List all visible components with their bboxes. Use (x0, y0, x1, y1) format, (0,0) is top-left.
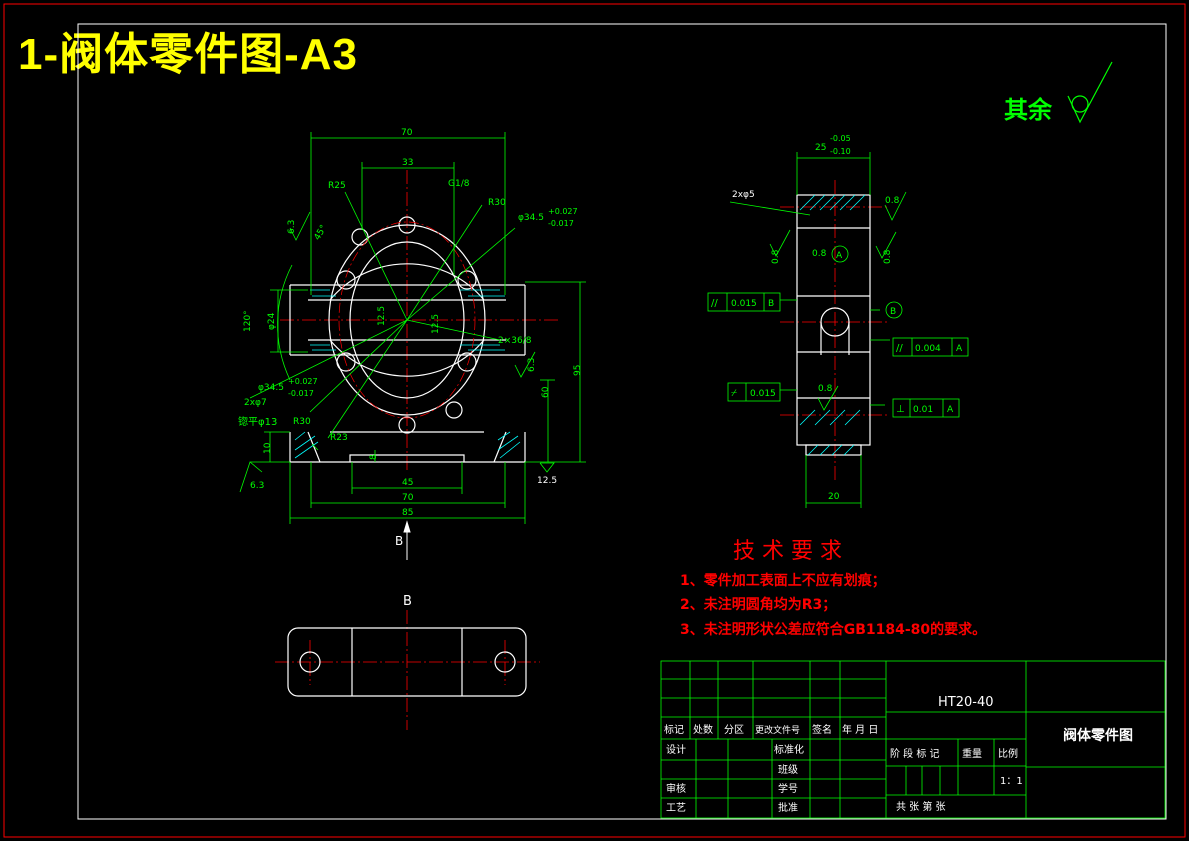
dim-roughness-08-b: 0.8 (771, 249, 781, 264)
datum-b-label: B (890, 307, 896, 317)
dim-roughness-08-c: 0.8 (812, 249, 827, 259)
svg-text:0.015: 0.015 (731, 299, 757, 309)
dim-holes-2x5: 2xφ5 (732, 190, 755, 200)
dim-height-95: 95 (573, 365, 583, 376)
svg-text://: // (711, 298, 718, 309)
dim-width-70-bottom: 70 (402, 493, 414, 503)
material-value: HT20-40 (938, 695, 994, 710)
dim-bore2-lower: -0.017 (288, 389, 314, 398)
dim-width-45: 45 (402, 478, 413, 488)
label-process: 工艺 (666, 802, 686, 814)
svg-text:⊥: ⊥ (896, 404, 905, 415)
dim-r30-bottom: R30 (293, 417, 311, 427)
dim-roughness-08-e: 0.8 (818, 384, 833, 394)
dim-width-25-upper: -0.05 (830, 134, 851, 143)
dim-bore-tolerance: φ34.5 (518, 213, 544, 223)
dim-bore-upper: +0.027 (548, 207, 578, 216)
dim-thread-36: 2×36/8 (498, 336, 532, 346)
label-scale: 比例 (998, 747, 1018, 760)
label-standard: 标准化 (774, 743, 804, 756)
rev-header-mark: 标记 (664, 724, 684, 736)
datum-a-label: A (836, 251, 843, 261)
dim-angle-45: 45° (313, 223, 330, 242)
gdt-flatness: ⌿ 0.015 (727, 382, 781, 402)
label-design: 设计 (666, 743, 686, 756)
dim-width-85: 85 (402, 508, 413, 518)
view-b-arrow-icon (403, 520, 411, 560)
surface-note-text: 其余 (1004, 96, 1053, 124)
drawing-title: 1-阀体零件图-A3 (18, 30, 359, 79)
scale-value: 1：1 (1000, 776, 1023, 787)
rev-header-count: 处数 (693, 723, 713, 736)
gdt-parallel-a: // 0.004 A (892, 337, 969, 357)
front-view: 70 33 G1/8 R25 R30 φ34.5 +0.027 -0.017 6… (238, 128, 586, 560)
title-block: HT20-40 阀体零件图 标记 处数 分区 更改文件号 签名 年 月 日 设计… (660, 660, 1166, 819)
svg-text:⌿: ⌿ (731, 388, 737, 399)
label-stage: 阶 段 标 记 (890, 747, 940, 760)
dim-r23: R23 (330, 433, 348, 443)
dim-width-20: 20 (828, 492, 840, 502)
dim-width-25: 25 (815, 143, 826, 153)
dim-thread-g18: G1/8 (448, 179, 470, 189)
gdt-parallel-b: // 0.015 B (707, 292, 781, 312)
label-student-no: 学号 (778, 782, 798, 795)
gdt-perpendicular-a: ⊥ 0.01 A (892, 398, 960, 418)
dim-bore2-upper: +0.027 (288, 377, 318, 386)
dim-phi24: φ24 (267, 312, 277, 330)
dim-r30-top: R30 (488, 198, 506, 208)
dim-holes-2x7: 2xφ7 (244, 398, 267, 408)
rev-header-date: 年 月 日 (842, 723, 878, 736)
view-b: B (275, 594, 540, 730)
label-sheets: 共 张 第 张 (896, 800, 946, 813)
dim-roughness-125-b: 12.5 (431, 314, 441, 334)
label-weight: 重量 (962, 747, 982, 760)
dim-r25: R25 (328, 181, 346, 191)
svg-text://: // (896, 343, 903, 354)
roughness-symbol-icon (1067, 61, 1113, 124)
dim-width-33: 33 (402, 158, 413, 168)
svg-text:0.015: 0.015 (750, 389, 776, 399)
tech-req-item-3: 3、未注明形状公差应符合GB1184-80的要求。 (680, 621, 986, 638)
svg-text:0.01: 0.01 (913, 405, 933, 415)
dim-roughness-63-right: 6.3 (527, 358, 537, 372)
dim-roughness-125-a: 12.5 (377, 306, 387, 326)
dim-width-70-top: 70 (401, 128, 413, 138)
side-view: 25 -0.05 -0.10 2xφ5 0.8 0.8 0.8 0.8 A B … (707, 134, 969, 508)
label-approve: 批准 (778, 801, 798, 814)
outer-border (3, 3, 1186, 838)
dim-width-25-lower: -0.10 (830, 147, 851, 156)
drawing-name: 阀体零件图 (1063, 727, 1133, 744)
rev-header-sign: 签名 (812, 723, 832, 736)
dim-roughness-125-bottom: 12.5 (537, 476, 557, 486)
view-b-label: B (403, 594, 412, 609)
rev-header-doc: 更改文件号 (755, 724, 800, 736)
svg-text:A: A (947, 405, 954, 415)
dim-roughness-63-bottom: 6.3 (250, 481, 264, 491)
dim-roughness-08-a: 0.8 (885, 196, 900, 206)
svg-text:A: A (956, 344, 963, 354)
tech-req-item-1: 1、零件加工表面上不应有划痕； (680, 572, 886, 589)
view-arrow-label: B (395, 534, 403, 548)
dim-angle-120: 120° (243, 310, 253, 332)
inner-frame (77, 23, 1167, 820)
svg-text:B: B (768, 299, 774, 309)
dim-height-10: 10 (263, 442, 273, 454)
label-class: 班级 (778, 764, 798, 776)
dim-height-8: 8 (369, 454, 379, 460)
dim-roughness-08-d: 0.8 (883, 249, 893, 264)
dim-spotface-13: 锪平φ13 (238, 415, 277, 428)
svg-text:0.004: 0.004 (915, 344, 941, 354)
tech-req-title: 技 术 要 求 (733, 539, 842, 564)
dim-bore2-tolerance: φ34.5 (258, 383, 284, 393)
label-check: 审核 (666, 782, 686, 795)
dim-height-60: 60 (541, 386, 551, 398)
rev-header-zone: 分区 (724, 724, 744, 736)
tech-req-item-2: 2、未注明圆角均为R3； (680, 596, 836, 613)
dim-bore-lower: -0.017 (548, 219, 574, 228)
dim-roughness-63-left: 6.3 (287, 220, 297, 234)
